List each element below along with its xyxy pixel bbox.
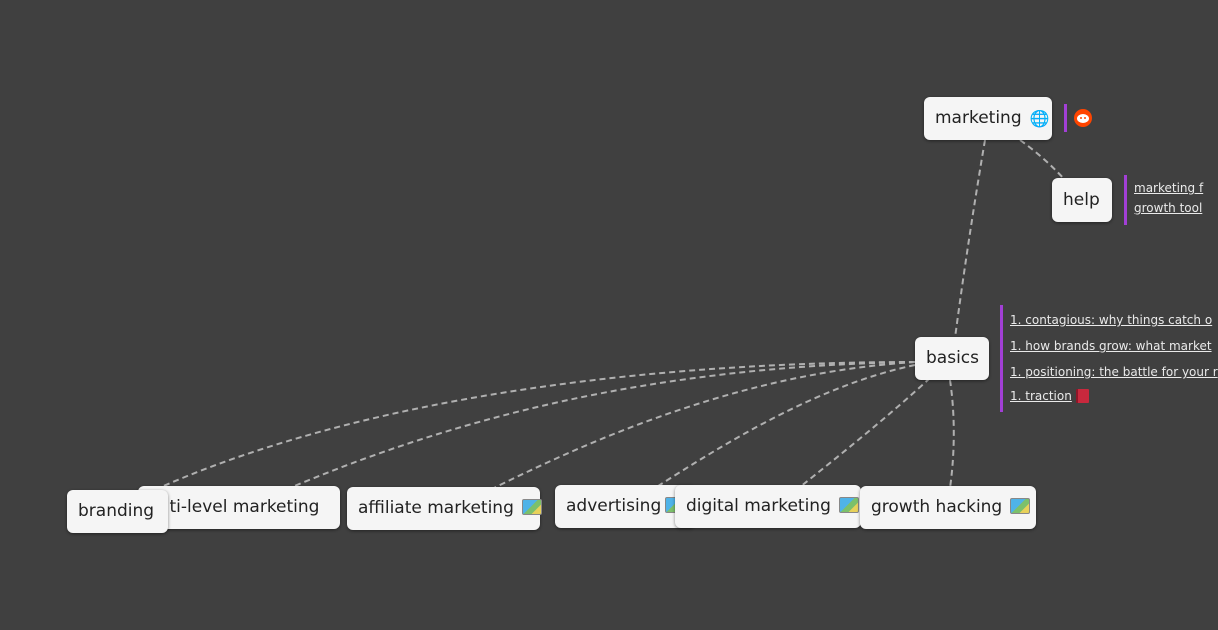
basics-note: 1. contagious: why things catch o 1. how… <box>1000 305 1218 412</box>
globe-icon: 🌐 <box>1029 108 1050 128</box>
node-branding-label: branding <box>78 501 155 521</box>
edge-marketing-basics <box>954 139 986 339</box>
edge-basics-digital-marketing <box>799 377 931 488</box>
reddit-icon[interactable] <box>1074 109 1092 127</box>
node-advertising-label: advertising <box>566 496 662 516</box>
basics-link-4[interactable]: 1. traction <box>1010 389 1072 403</box>
edge-basics-growth-hacking <box>949 379 955 489</box>
basics-link-3[interactable]: 1. positioning: the battle for your r <box>1010 365 1218 379</box>
edge-basics-multi-level-marketing <box>284 361 916 491</box>
node-basics[interactable]: basics <box>915 337 989 380</box>
map-icon <box>838 497 859 513</box>
node-multi-level-marketing-label: ulti-level marketing <box>154 497 320 517</box>
node-help[interactable]: help <box>1052 178 1112 222</box>
node-marketing[interactable]: marketing 🌐 <box>924 97 1052 140</box>
node-affiliate-marketing[interactable]: affiliate marketing <box>347 487 542 530</box>
node-advertising[interactable]: advertising <box>555 485 695 528</box>
node-digital-marketing[interactable]: digital marketing <box>675 485 861 528</box>
help-link-2[interactable]: growth tool <box>1134 201 1203 215</box>
red-book-icon <box>1075 389 1089 403</box>
marketing-note <box>1064 104 1092 132</box>
node-growth-hacking-label: growth hacking <box>871 497 1003 517</box>
edge-basics-affiliate-marketing <box>489 361 916 491</box>
node-help-label: help <box>1063 189 1100 210</box>
edge-basics-branding <box>149 361 916 493</box>
basics-link-2[interactable]: 1. how brands grow: what market <box>1010 339 1212 353</box>
map-icon <box>521 499 542 515</box>
basics-link-1[interactable]: 1. contagious: why things catch o <box>1010 313 1213 327</box>
node-branding[interactable]: branding <box>67 490 168 533</box>
help-link-1[interactable]: marketing f <box>1134 181 1204 195</box>
node-affiliate-marketing-label: affiliate marketing <box>358 498 514 518</box>
node-basics-label: basics <box>926 348 979 368</box>
node-growth-hacking[interactable]: growth hacking <box>860 486 1036 529</box>
edge-marketing-help <box>1019 139 1066 181</box>
node-marketing-label: marketing <box>935 108 1022 128</box>
edge-basics-advertising <box>654 364 916 489</box>
node-digital-marketing-label: digital marketing <box>686 496 831 516</box>
help-note: marketing f growth tool <box>1124 175 1203 225</box>
node-multi-level-marketing[interactable]: ulti-level marketing <box>138 486 340 529</box>
map-icon <box>1010 498 1031 514</box>
